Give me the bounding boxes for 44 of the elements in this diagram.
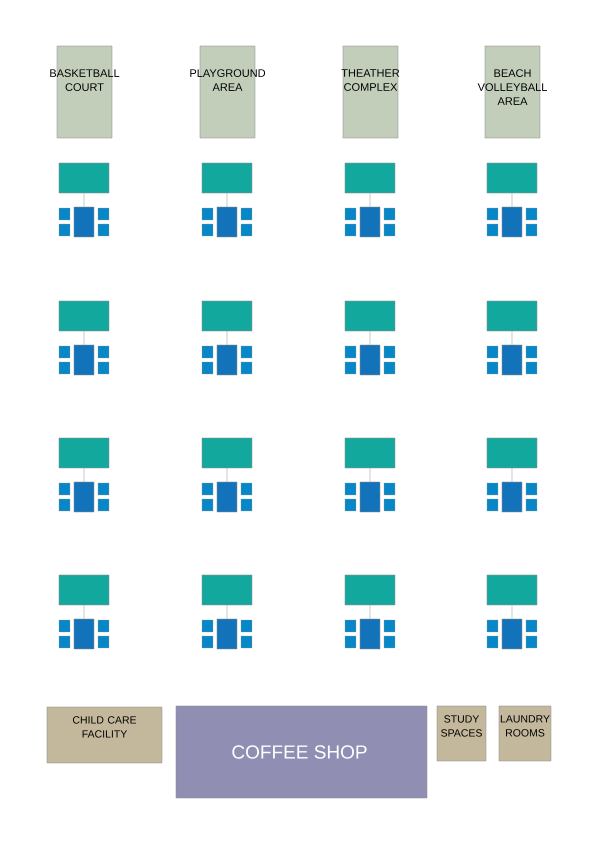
table-box — [74, 482, 94, 512]
canopy-box — [202, 300, 252, 332]
canopy-box — [202, 162, 252, 194]
canopy-box — [344, 162, 396, 194]
shop-box: COFFEE SHOP — [176, 706, 428, 798]
table-box — [360, 618, 380, 650]
table-box — [360, 344, 380, 376]
table-box — [216, 206, 238, 238]
table-box — [216, 618, 238, 650]
canopy-box — [58, 162, 110, 194]
area-box: BEACH VOLLEYBALL AREA — [478, 46, 547, 138]
connector-line — [226, 604, 228, 620]
table-box — [216, 344, 238, 376]
connector-line — [226, 468, 228, 482]
area-box: THEATHER COMPLEX — [342, 46, 400, 138]
canopy-box — [486, 300, 538, 332]
room-box: CHILD CARE FACILITY — [46, 706, 162, 764]
table-box — [502, 344, 522, 376]
table-box — [74, 206, 94, 238]
table-box — [360, 206, 380, 238]
canopy-box — [202, 574, 252, 606]
table-box — [502, 206, 522, 238]
canopy-box — [58, 574, 110, 606]
canopy-box — [344, 574, 396, 606]
canopy-box — [486, 438, 538, 468]
room-box: STUDY SPACES — [436, 706, 486, 762]
canopy-box — [58, 438, 110, 468]
table-box — [502, 618, 522, 650]
canopy-box — [58, 300, 110, 332]
table-box — [216, 482, 238, 512]
canopy-box — [486, 162, 538, 194]
area-box: PLAYGROUND AREA — [190, 46, 266, 138]
room-box: LAUNDRY ROOMS — [498, 706, 552, 762]
canopy-box — [202, 438, 252, 468]
table-box — [74, 618, 94, 650]
canopy-box — [344, 300, 396, 332]
area-box: BASKETBALL COURT — [50, 46, 120, 138]
table-box — [360, 482, 380, 512]
table-box — [502, 482, 522, 512]
canopy-box — [344, 438, 396, 468]
table-box — [74, 344, 94, 376]
connector-line — [226, 192, 228, 208]
canopy-box — [486, 574, 538, 606]
connector-line — [226, 330, 228, 346]
